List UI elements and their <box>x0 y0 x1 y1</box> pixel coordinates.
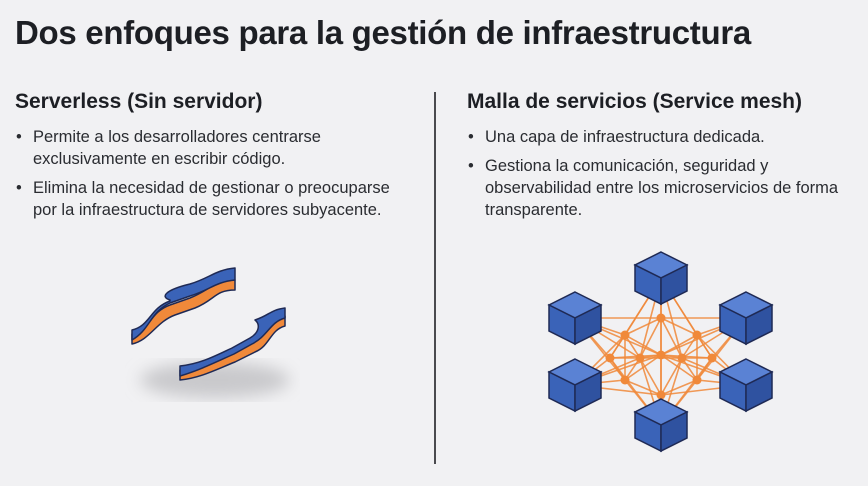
mesh-node <box>692 375 702 385</box>
column-divider <box>434 92 436 464</box>
mesh-connection <box>660 354 698 381</box>
mesh-node <box>635 353 645 363</box>
page-title: Dos enfoques para la gestión de infraest… <box>15 14 751 51</box>
mesh-node <box>692 330 702 340</box>
mesh-connection <box>696 334 713 359</box>
mesh-node <box>620 330 630 340</box>
mesh-connection <box>624 354 662 381</box>
service-cube-right <box>660 410 688 453</box>
mesh-connection <box>639 317 662 359</box>
mesh-connection <box>660 317 683 359</box>
mesh-connection <box>609 334 626 359</box>
service-mesh-network-icon <box>547 251 774 453</box>
mesh-node <box>656 390 666 400</box>
service-mesh-heading: Malla de servicios (Service mesh) <box>467 90 803 113</box>
mesh-node <box>605 353 615 363</box>
service-cube-right <box>574 370 602 413</box>
mesh-connection <box>660 379 698 396</box>
serverless-heading: Serverless (Sin servidor) <box>15 90 263 113</box>
mesh-connection <box>624 334 662 356</box>
service-cube-right <box>745 303 773 346</box>
list-item: Permite a los desarrolladores centrarse … <box>15 126 395 170</box>
list-item: Una capa de infraestructura dedicada. <box>467 126 857 148</box>
mesh-connection <box>681 334 698 359</box>
mesh-connection <box>624 317 662 336</box>
list-item: Elimina la necesidad de gestionar o preo… <box>15 177 395 221</box>
mesh-node <box>677 353 687 363</box>
service-cube-right <box>660 263 688 306</box>
service-mesh-bullets: Una capa de infraestructura dedicada. Ge… <box>467 126 857 221</box>
service-cube-right <box>745 370 773 413</box>
serverless-column: Serverless (Sin servidor) Permite a los … <box>15 90 395 228</box>
mesh-connection <box>624 379 662 396</box>
serverless-bullets: Permite a los desarrolladores centrarse … <box>15 126 395 221</box>
mesh-connection <box>624 334 641 359</box>
mesh-node <box>656 313 666 323</box>
mesh-connection <box>660 317 698 336</box>
curly-braces-icon <box>131 267 290 398</box>
service-cube-right <box>574 303 602 346</box>
mesh-connection <box>660 357 683 396</box>
mesh-connection <box>639 357 662 396</box>
mesh-node <box>707 353 717 363</box>
service-mesh-column: Malla de servicios (Service mesh) Una ca… <box>467 90 857 228</box>
list-item: Gestiona la comunicación, seguridad y ob… <box>467 155 857 221</box>
mesh-node <box>656 350 666 360</box>
mesh-node <box>620 375 630 385</box>
mesh-connection <box>660 334 698 356</box>
